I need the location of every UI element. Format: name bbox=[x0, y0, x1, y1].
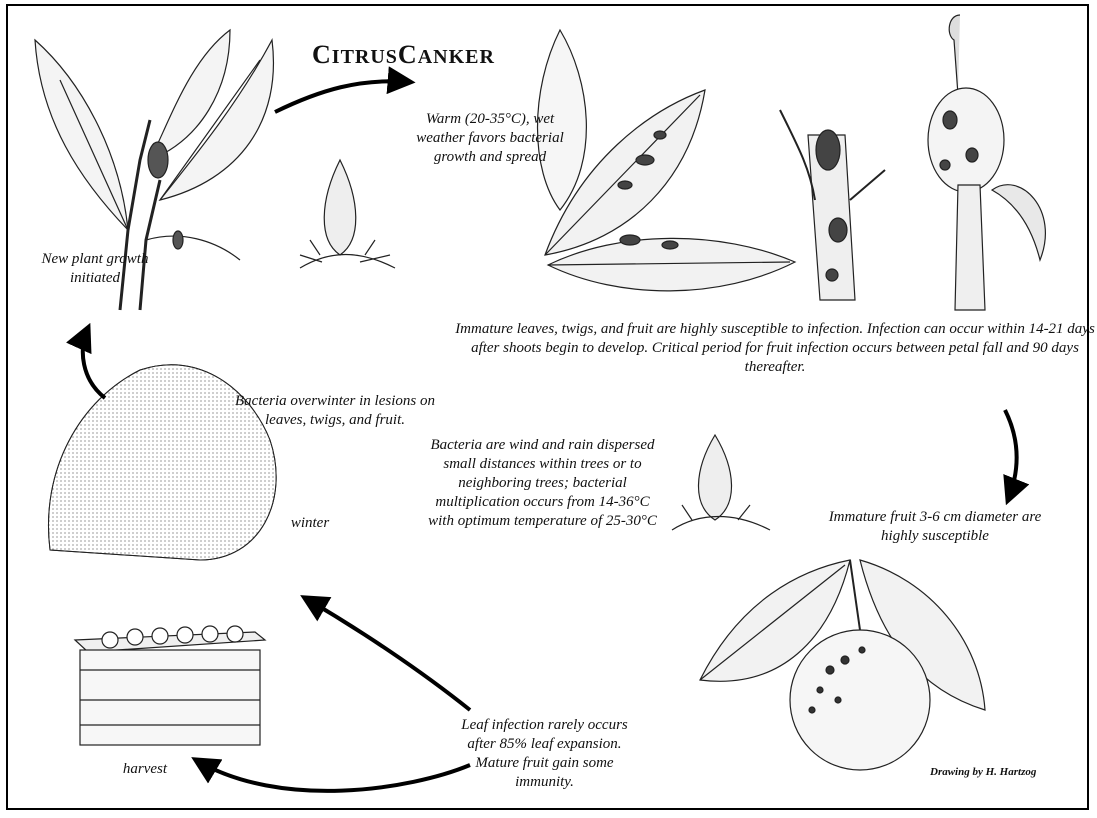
arrow-growth-to-weather bbox=[275, 81, 410, 112]
arrow-winter-to-growth bbox=[83, 328, 105, 398]
arrow-susceptible-to-fruit bbox=[1005, 410, 1017, 500]
caption-immature-fruit: Immature fruit 3-6 cm diameter are highl… bbox=[810, 508, 1060, 546]
caption-winter: winter bbox=[280, 514, 340, 533]
infected-mature-fruit-drawing bbox=[700, 560, 985, 770]
drawing-credit: Drawing by H. Hartzog bbox=[930, 766, 1036, 778]
infected-leaves-drawing bbox=[538, 30, 796, 291]
caption-leaf-infection: Leaf infection rarely occurs after 85% l… bbox=[452, 716, 637, 792]
caption-new-growth: New plant growth initiated bbox=[40, 250, 150, 288]
caption-overwinter: Bacteria overwinter in lesions on leaves… bbox=[235, 392, 435, 430]
arrow-leaf-infection-to-harvest bbox=[196, 760, 470, 791]
caption-harvest: harvest bbox=[110, 760, 180, 779]
infected-young-fruit-drawing bbox=[928, 15, 1045, 310]
arrow-leaf-infection-to-winter bbox=[305, 598, 470, 710]
caption-wind-rain: Bacteria are wind and rain dispersed sma… bbox=[425, 436, 660, 531]
caption-immature-tissue: Immature leaves, twigs, and fruit are hi… bbox=[455, 320, 1095, 377]
caption-warm-weather: Warm (20-35°C), wet weather favors bacte… bbox=[410, 110, 570, 167]
water-drop-drawing-2 bbox=[672, 435, 770, 530]
harvest-crate-drawing bbox=[75, 626, 265, 745]
page-title: CITRUSCANKER bbox=[312, 40, 495, 70]
water-drop-drawing-1 bbox=[300, 160, 395, 268]
infected-twig-drawing bbox=[780, 110, 885, 300]
